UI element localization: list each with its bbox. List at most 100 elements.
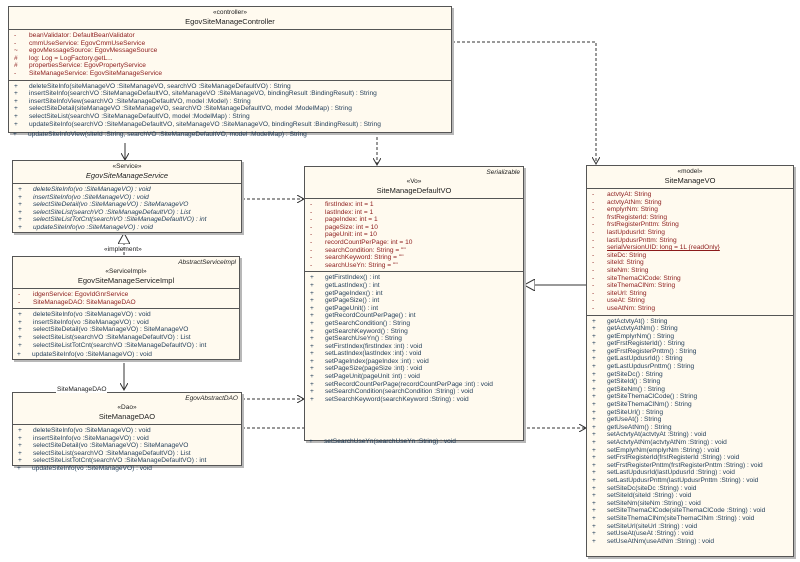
operation-text: setFirstIndex(firstIndex :int) : void (325, 342, 423, 350)
operation-text: updateSiteInfo(vo :SiteManageVO) : void (33, 223, 153, 231)
attribute-text: siteDc: String (607, 251, 647, 259)
stereotype: «Vo» (406, 178, 422, 185)
overflow-operation: +updateSiteInfo(vo :SiteManageVO) : void (12, 351, 152, 359)
operation-row: +getSiteNm() : String (587, 386, 793, 394)
visibility-marker: + (592, 530, 596, 538)
attribute-row: -pageIndex: int = 1 (305, 216, 523, 224)
visibility-marker: + (310, 312, 314, 320)
attribute-row: -pageSize: int = 10 (305, 224, 523, 232)
visibility-marker: + (592, 484, 596, 492)
visibility-marker: + (592, 378, 596, 386)
visibility-marker: + (18, 449, 22, 457)
operation-row: +setSiteUrl(siteUrl :String) : void (587, 523, 793, 531)
attribute-text: pageUnit: int = 10 (325, 231, 377, 239)
attribute-text: frstRegisterPnttm: String (607, 221, 679, 229)
attribute-row: -beanValidator: DefaultBeanValidator (9, 32, 451, 40)
operation-row: +setSiteId(siteId :String) : void (587, 492, 793, 500)
operation-text: selectSiteList(searchVO :SiteManageDefau… (33, 208, 191, 216)
attribute-row: -searchCondition: String = "" (305, 247, 523, 255)
operation-text: getSearchKeyword() : String (325, 327, 408, 335)
class-site-manage-dao[interactable]: EgovAbstractDAO «Dao» SiteManageDAO +del… (12, 392, 242, 466)
attribute-text: SiteManageService: EgovSiteManageService (29, 69, 163, 77)
operation-text: getSiteThemaClNm() : String (607, 401, 692, 409)
class-egov-site-manage-controller[interactable]: «controller» EgovSiteManageController -b… (8, 6, 452, 133)
attribute-row: -serialVersionUID: long = 1L {readOnly} (587, 244, 793, 252)
operation-row: +deleteSiteInfo(vo :SiteManageVO) : void (13, 311, 239, 319)
attribute-text: siteThemaClNm: String (607, 282, 676, 290)
operation-text: selectSiteList(searchVO :SiteManageDefau… (33, 333, 191, 341)
operation-row: +getActvtyAt() : String (587, 318, 793, 326)
attribute-text: actvtyAtNm: String (607, 198, 662, 206)
operation-text: selectSiteListTotCnt(searchVO :SiteManag… (33, 341, 207, 349)
operation-text: setPageUnit(pageUnit :int) : void (325, 373, 420, 381)
class-site-manage-default-vo[interactable]: Serializable «Vo» SiteManageDefaultVO -f… (304, 166, 524, 441)
operation-text: selectSiteList(searchVO :SiteManageDefau… (29, 112, 250, 120)
visibility-marker: + (18, 186, 22, 193)
visibility-marker: + (592, 332, 596, 340)
visibility-marker: # (14, 54, 18, 62)
operation-row: +getActvtyAtNm() : String (587, 325, 793, 333)
attribute-row: -pageUnit: int = 10 (305, 231, 523, 239)
operation-row: +getSearchUseYn() : String (305, 335, 523, 343)
attribute-row: -idgenService: EgovIdGnrService (13, 291, 239, 299)
operation-text: setSearchKeyword(searchKeyword :String) … (325, 395, 469, 403)
visibility-marker: + (18, 326, 22, 334)
visibility-marker: + (592, 340, 596, 348)
operation-row: +insertSiteInfo(vo :SiteManageVO) : void (13, 435, 241, 443)
visibility-marker: + (592, 499, 596, 507)
operation-text: getPageSize() : int (325, 297, 380, 305)
operation-text: insertSiteInfo(vo :SiteManageVO) : void (33, 193, 149, 201)
visibility-marker: - (592, 236, 595, 244)
class-header: «model» SiteManageVO (587, 166, 793, 189)
attribute-row: # log: Log = LogFactory.getL... (9, 55, 451, 63)
visibility-marker: + (310, 304, 314, 312)
operation-row: + getPageSize() : int (305, 297, 523, 305)
operation-text: selectSiteListTotCnt(searchVO :SiteManag… (33, 457, 207, 465)
visibility-marker: + (18, 223, 22, 231)
class-egov-site-manage-service[interactable]: «Service» EgovSiteManageService + deleteS… (12, 160, 242, 233)
operation-row: +selectSiteDetail(siteManageVO :SiteMana… (9, 105, 451, 113)
operation-row: +selectSiteListTotCnt(searchVO :SiteMana… (13, 342, 239, 350)
operations-section: + deleteSiteInfo(vo :SiteManageVO) : void… (13, 184, 241, 234)
operation-row: +insertSiteInfo(vo :SiteManageVO) : void (13, 319, 239, 327)
class-egov-site-manage-service-impl[interactable]: AbstractServiceImpl «ServiceImpl» EgovSi… (12, 256, 240, 360)
operation-row: +getPageUnit() : int (305, 305, 523, 313)
operation-row: +deleteSiteInfo(vo :SiteManageVO) : void (13, 427, 241, 435)
operation-text: getFirstIndex() : int (325, 274, 380, 282)
operation-text: deleteSiteInfo(vo :SiteManageVO) : void (33, 186, 151, 193)
visibility-marker: + (14, 120, 18, 128)
visibility-marker: + (310, 297, 314, 305)
operation-row: +getEmplyrNm() : String (587, 333, 793, 341)
class-header: «Service» EgovSiteManageService (13, 161, 241, 184)
visibility-marker: + (592, 492, 596, 500)
visibility-marker: - (592, 213, 595, 221)
visibility-marker: + (14, 112, 18, 120)
attribute-row: -siteId: String (587, 259, 793, 267)
operation-text: getActvtyAtNm() : String (607, 325, 678, 333)
operation-row: +setActvtyAt(actvtyAt :String) : void (587, 431, 793, 439)
visibility-marker: + (592, 347, 596, 355)
class-name: SiteManageDAO (98, 412, 156, 421)
operation-row: +selectSiteDetail(vo :SiteManageVO) : Si… (13, 201, 241, 209)
operations-section: +getFirstIndex() : int+getLastIndex() : … (305, 272, 523, 405)
operation-row: +getSearchCondition() : String (305, 320, 523, 328)
operation-text: getFrstRegisterId() : String (607, 340, 685, 348)
visibility-marker: + (592, 431, 596, 439)
operation-text: updateSiteInfo(vo :SiteManageVO) : void (32, 465, 152, 472)
attribute-text: log: Log = LogFactory.getL... (29, 54, 113, 62)
operations-section: +deleteSiteInfo(vo :SiteManageVO) : void… (13, 309, 239, 351)
stereotype: «ServiceImpl» (105, 268, 147, 275)
attribute-text: pageSize: int = 10 (325, 223, 378, 231)
attribute-text: recordCountPerPage: int = 10 (325, 238, 413, 246)
operation-row: +getSiteDc() : String (587, 371, 793, 379)
visibility-marker: + (310, 395, 314, 403)
visibility-marker: - (592, 274, 595, 282)
attribute-text: searchCondition: String = "" (325, 246, 406, 254)
attribute-text: useAtNm: String (607, 304, 656, 312)
class-site-manage-vo[interactable]: «model» SiteManageVO -actvtyAt: String-a… (586, 165, 794, 557)
operation-text: updateSiteInfoView(siteId :String, searc… (28, 131, 307, 138)
attribute-row: -recordCountPerPage: int = 10 (305, 239, 523, 247)
visibility-marker: + (592, 507, 596, 515)
operation-row: +getLastUpdusrPnttm() : String (587, 363, 793, 371)
operation-row: +setLastUpdusrId(lastUpdusrId :String) :… (587, 469, 793, 477)
